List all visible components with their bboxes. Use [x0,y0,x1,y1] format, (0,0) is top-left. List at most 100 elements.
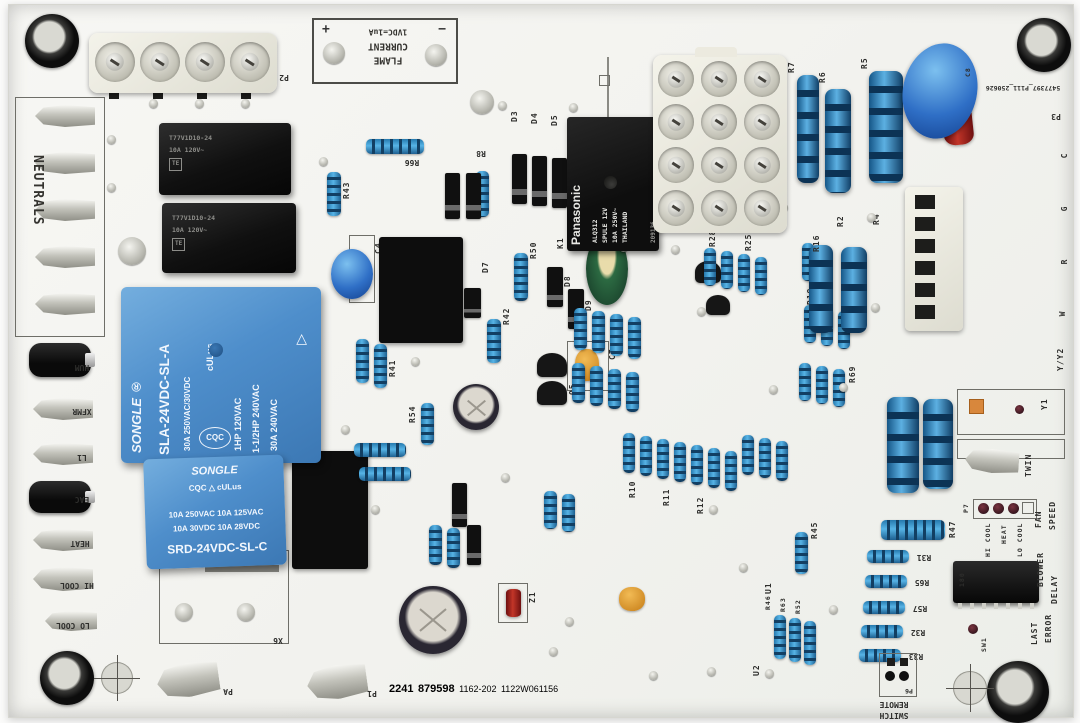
cmp-spade [35,105,95,127]
flame-minus-pad [425,44,447,66]
ic-u1 [575,527,785,581]
cmp-pad [671,245,680,254]
cmp-pad [867,213,876,222]
cmp-diode [466,173,481,219]
cmp-resv [592,311,605,353]
silk-r11: R11 [662,488,671,506]
cmp-pres [887,397,919,493]
cmp-spade [155,659,221,701]
cmp-resv [657,439,669,479]
silk-r16: R16 [812,234,821,252]
cmp-diode [532,156,547,206]
cmp-spade [35,293,95,315]
connector-pin-well [701,147,737,183]
flame-plus-sign: + [322,22,330,37]
cmp-dotb [885,671,895,681]
cmp-resv [789,618,801,662]
sla-rating-3: 1-1/2HP 240VAC [251,384,261,453]
cmp-outline [567,341,609,391]
cmp-pad [871,303,880,312]
panasonic-logo: Panasonic [569,184,583,245]
cmp-resv [590,366,603,406]
silk-twin: TWIN [1024,453,1033,477]
cmp-ecap [399,586,467,654]
cmp-resv [742,435,754,475]
silk-pa: PA [223,687,233,696]
cmp-spade [305,661,369,703]
relay-srd-songle: SONGLE CQC △ cULus 10A 250VAC 10A 125VAC… [143,454,287,570]
cmp-resv [628,317,641,359]
cmp-trans [706,295,730,315]
cmp-pad [175,603,193,621]
cmp-resv [721,251,733,289]
cmp-pad [107,183,116,192]
silk-eac: EAC [74,495,90,504]
cmp-pad [149,99,158,108]
cmp-outline [15,97,105,337]
flame-plus-pad [323,42,345,64]
sla-rating-4: 30A 240VAC [269,398,279,451]
silk-r32: R32 [910,628,926,637]
connector-pin-well [701,61,737,97]
cmp-hole [25,14,79,68]
cmp-resh [865,575,907,588]
cmp-spade [33,443,93,465]
te-logo: TE [172,238,186,252]
silk-p3: P3 [1051,112,1061,121]
cmp-diode [452,483,467,527]
connector-pin-well [701,104,737,140]
qr-code [389,633,435,679]
cmp-resh [354,443,406,457]
silk-r10: R10 [628,480,637,498]
silk-r50: R50 [529,241,538,259]
cmp-pad [549,647,558,656]
cmp-pad [411,357,420,366]
cmp-bterm [29,343,95,377]
cmp-slot [109,89,119,99]
sla-rating-2: 1HP 120VAC [233,397,243,451]
cmp-diode [445,173,460,219]
te-logo: TE [169,158,183,172]
cmp-slot [153,89,163,99]
cmp-pres [809,245,833,333]
sw1-push-button [993,605,1039,653]
cmp-pad [569,103,578,112]
silk-hum: HUM [74,363,90,372]
cmp-pad [839,383,848,392]
cmp-pres [797,75,819,183]
cmp-pad [371,505,380,514]
cmp-resv [562,494,575,532]
cmp-spade [33,398,93,420]
silk-w: W [1058,311,1067,317]
cmp-pad [565,617,574,626]
cmp-resv [374,344,387,388]
cmp-led [993,503,1004,514]
cmp-pad [341,425,350,434]
silk-heat: HEAT [70,539,90,548]
silk-z1: Z1 [528,591,537,603]
connector-pin-well [658,61,694,97]
silk-r66: R66 [404,158,420,167]
cmp-pad [470,90,494,114]
cmp-resh [359,467,411,481]
cmp-ocap [619,587,645,611]
product-label: 2241 879598 1162-202 1122W061156 [389,633,881,719]
cmp-trans [537,381,567,405]
silk-speed: SPEED [1048,500,1057,530]
cmp-diode [512,154,527,204]
cmp-resv [623,433,635,473]
silk-heat: HEAT [1000,524,1008,544]
cmp-pres [841,247,867,333]
connector-pin-well [744,61,780,97]
silk-p6: P6 [905,687,913,695]
silk-r65: R65 [914,578,930,587]
cmp-slot [900,658,908,666]
connector-pin-well [744,147,780,183]
silk-180: 180 [958,572,966,588]
silk-lo-cool: LO COOL [56,621,90,630]
cmp-pres [869,71,903,183]
silk-r42: R42 [502,307,511,325]
connector-pin-well [658,190,694,226]
